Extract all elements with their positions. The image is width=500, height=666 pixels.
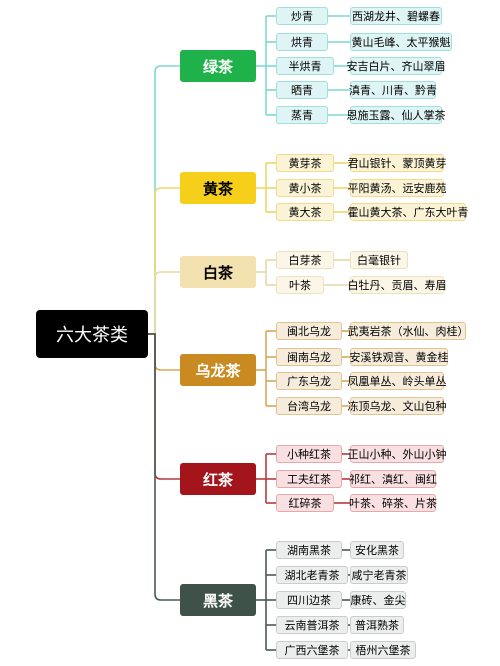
example-node: 普洱熟茶	[350, 616, 404, 634]
subtype-node: 晒青	[276, 81, 328, 99]
category-node: 黄茶	[180, 172, 256, 204]
example-node: 安化黑茶	[350, 541, 404, 559]
example-node: 冻顶乌龙、文山包种	[348, 397, 447, 415]
subtype-node: 黄大茶	[276, 203, 334, 221]
subtype-node: 工夫红茶	[276, 470, 342, 488]
example-node: 白牡丹、贡眉、寿眉	[348, 276, 447, 294]
root-node: 六大茶类	[36, 310, 148, 358]
subtype-node: 湖北老青茶	[276, 566, 348, 584]
root-link-4	[148, 333, 180, 480]
root-link-3	[148, 333, 180, 371]
category-node: 乌龙茶	[180, 354, 256, 386]
example-node: 康砖、金尖	[350, 591, 406, 609]
subtype-node: 白芽茶	[276, 251, 334, 269]
subtype-node: 广东乌龙	[276, 372, 342, 390]
subtype-node: 广西六堡茶	[276, 641, 348, 659]
subtype-node: 云南普洱茶	[276, 616, 348, 634]
root-link-1	[148, 187, 180, 335]
subtype-node: 闽北乌龙	[276, 322, 342, 340]
subtype-node: 炒青	[276, 7, 328, 25]
example-node: 祁红、滇红、闽红	[349, 470, 437, 488]
category-node: 黑茶	[180, 584, 256, 616]
subtype-node: 四川边茶	[276, 591, 342, 609]
subtype-node: 黄小茶	[276, 179, 334, 197]
subtype-node: 红碎茶	[276, 494, 334, 512]
category-node: 白茶	[180, 256, 256, 288]
example-node: 凤凰单丛、岭头单丛	[348, 372, 447, 390]
example-node: 平阳黄汤、远安鹿苑	[348, 179, 447, 197]
example-node: 武夷岩茶（水仙、肉桂）	[348, 322, 469, 340]
example-node: 霍山黄大茶、广东大叶青	[348, 203, 469, 221]
example-node: 咸宁老青茶	[350, 566, 408, 584]
subtype-node: 黄芽茶	[276, 154, 334, 172]
category-node: 绿茶	[180, 50, 256, 82]
example-node: 正山小种、外山小钟	[348, 445, 447, 463]
example-node: 安溪铁观音、黄金桂	[350, 348, 449, 366]
example-node: 西湖龙井、碧螺春	[350, 7, 442, 25]
subtype-node: 蒸青	[276, 106, 328, 124]
example-node: 恩施玉露、仙人掌茶	[347, 106, 446, 124]
subtype-node: 小种红茶	[276, 445, 342, 463]
example-node: 君山银针、蒙顶黄芽	[348, 154, 447, 172]
subtype-node: 闽南乌龙	[276, 348, 342, 366]
example-node: 安吉白片、齐山翠眉	[347, 57, 446, 75]
example-node: 梧州六堡茶	[350, 641, 416, 659]
example-node: 叶茶、碎茶、片茶	[349, 494, 437, 512]
root-link-5	[148, 333, 180, 601]
subtype-node: 半烘青	[276, 57, 334, 75]
example-node: 滇青、川青、黔青	[349, 81, 437, 99]
subtype-node: 叶茶	[276, 276, 324, 294]
example-node: 白毫银针	[350, 251, 408, 269]
subtype-node: 台湾乌龙	[276, 397, 342, 415]
subtype-node: 湖南黑茶	[276, 541, 342, 559]
category-node: 红茶	[180, 463, 256, 495]
subtype-node: 烘青	[276, 33, 328, 51]
root-link-2	[148, 271, 180, 335]
root-link-0	[148, 65, 180, 335]
example-node: 黄山毛峰、太平猴魁	[350, 33, 452, 51]
